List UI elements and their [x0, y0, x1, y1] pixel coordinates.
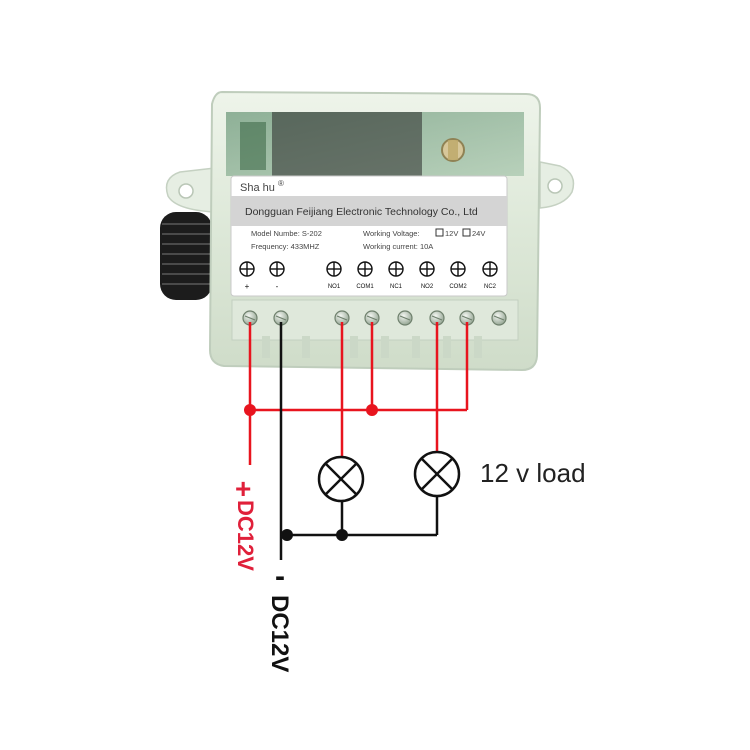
working-voltage-label: Working Voltage: [363, 229, 420, 238]
terminal-labels: + - NO1 COM1 NC1 NO2 COM2 NC2 [245, 282, 497, 291]
pcb-component-dark [272, 112, 422, 176]
product-label: Sha hu ® Dongguan Feijiang Electronic Te… [230, 175, 508, 297]
terminal-symbol-minus [269, 261, 285, 277]
terminal-screw-com2 [459, 310, 475, 326]
terminal-label-no1: NO1 [328, 284, 341, 290]
terminal-symbol-no1 [326, 261, 342, 277]
terminal-symbol-plus [239, 261, 255, 277]
lamp-load-1-icon [317, 455, 365, 503]
terminal-screw-nc1 [397, 310, 413, 326]
positive-sign: + [235, 473, 251, 504]
terminal-label-nc1: NC1 [390, 284, 403, 290]
terminal-block [231, 299, 519, 358]
terminal-label-plus: + [245, 282, 250, 291]
antenna-coil [160, 212, 212, 300]
terminal-screw-com1 [364, 310, 380, 326]
mounting-hole-left [178, 183, 194, 199]
terminal-label-nc2: NC2 [484, 284, 497, 290]
terminal-symbol-nc2 [482, 261, 498, 277]
frequency-label: Frequency: 433MHZ [251, 242, 320, 251]
working-current-label: Working current: 10A [363, 242, 433, 251]
terminal-symbols [239, 261, 498, 277]
lamp-load-2-icon [413, 450, 461, 498]
load-label: 12 v load [480, 458, 586, 488]
voltage-option-24v: 24V [472, 229, 485, 238]
terminal-screw-no2 [429, 310, 445, 326]
voltage-checkbox-24v [462, 228, 471, 237]
terminal-symbol-nc1 [388, 261, 404, 277]
terminal-label-com1: COM1 [356, 284, 374, 290]
terminal-label-minus: - [276, 282, 279, 291]
positive-junction-left [244, 404, 256, 416]
terminal-symbol-com1 [357, 261, 373, 277]
voltage-checkbox-12v [435, 228, 444, 237]
pcb-component-left [240, 122, 266, 170]
terminal-label-com2: COM2 [449, 284, 467, 290]
negative-junction-left [281, 529, 293, 541]
negative-sign: - [275, 560, 285, 593]
model-number: Model Numbe: S-202 [251, 229, 322, 238]
positive-junction-right [366, 404, 378, 416]
terminal-symbol-no2 [419, 261, 435, 277]
voltage-option-12v: 12V [445, 229, 458, 238]
negative-supply-label: DC12V [266, 595, 293, 672]
terminal-screw-nc2 [491, 310, 507, 326]
brand-name: Sha hu [240, 182, 275, 194]
mounting-hole-right [547, 178, 563, 194]
company-name: Dongguan Feijiang Electronic Technology … [245, 206, 478, 218]
terminal-symbol-com2 [450, 261, 466, 277]
negative-junction-mid [336, 529, 348, 541]
brand-registered-mark: ® [278, 179, 284, 188]
positive-supply-label: DC12V [233, 500, 258, 571]
relay-receiver-module: Sha hu ® Dongguan Feijiang Electronic Te… [160, 90, 575, 372]
terminal-label-no2: NO2 [421, 284, 434, 290]
